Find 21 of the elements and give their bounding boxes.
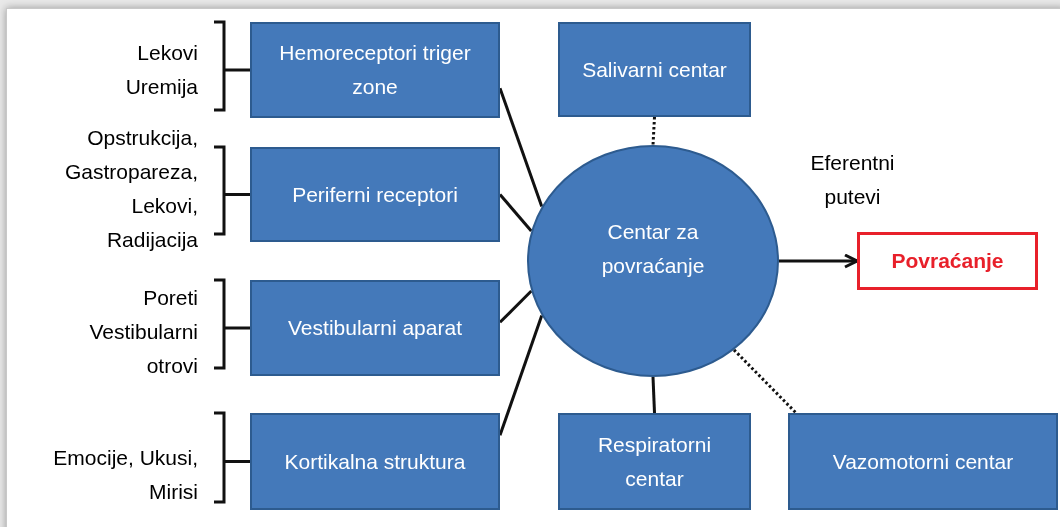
cause-text: Emocije, Ukusi, Mirisi [10,445,210,505]
process-box: Kortikalna struktura [250,413,500,510]
process-box: Periferni receptori [250,147,500,242]
process-box: Vazomotorni centar [788,413,1058,510]
connector-line [651,116,656,146]
outcome-box: Povraćanje [857,232,1038,290]
bracket-connector [212,20,252,112]
process-box: Hemoreceptori triger zone [250,22,500,118]
connector-line [651,376,656,414]
bracket-connector [212,411,252,504]
connector-line [732,348,798,415]
process-box: Salivarni centar [558,22,751,117]
bracket-connector [212,278,252,370]
pathway-label: Eferentni putevi [809,150,896,210]
cause-text: Lekovi Uremija [10,30,210,110]
arrow [779,253,859,269]
cause-text: Opstrukcija, Gastropareza, Lekovi, Radijacija [10,118,210,260]
bracket-connector [212,145,252,236]
process-box: Respiratorni centar [558,413,751,510]
process-box: Vestibularni aparat [250,280,500,376]
cause-text: Poreti Vestibularni otrovi [10,280,210,384]
